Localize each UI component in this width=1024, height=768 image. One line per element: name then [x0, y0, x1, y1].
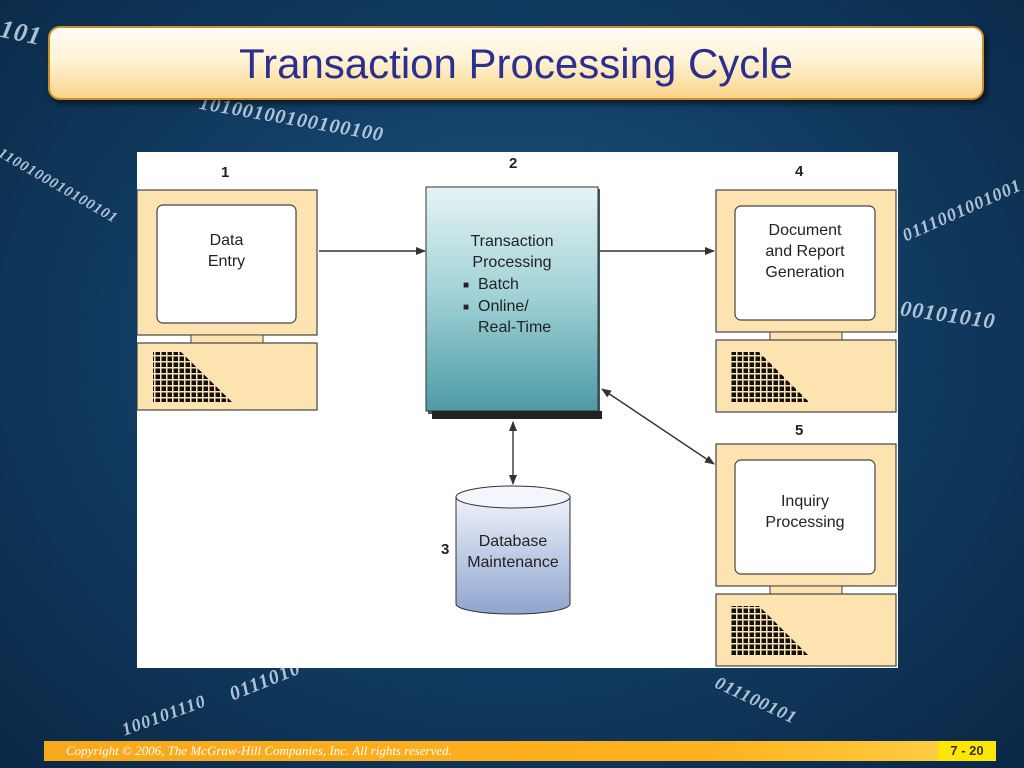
bullet-square-icon: ■ — [463, 280, 470, 291]
binary-decor: 1100100010100101 — [0, 145, 121, 227]
database-maintenance-label: Database Maintenance — [467, 533, 559, 571]
binary-decor: 100101110 — [119, 690, 209, 740]
document-report-generation-label: Document and Report Generation — [765, 222, 845, 281]
bullet-item: ■ Batch — [463, 274, 551, 296]
step-number-1: 1 — [221, 164, 230, 181]
transaction-processing-title: Transaction Processing — [470, 233, 554, 271]
computer-5-icon — [715, 443, 897, 667]
inquiry-processing-label: Inquiry Processing — [765, 493, 845, 531]
bullet-batch: Batch — [478, 276, 519, 293]
step-number-2: 2 — [509, 155, 518, 172]
computer-1-icon — [137, 189, 318, 411]
transaction-processing-box — [425, 186, 602, 419]
arrow-processing-inquiry — [601, 388, 715, 465]
footer-bar: Copyright © 2006, The McGraw-Hill Compan… — [44, 741, 996, 761]
binary-decor: 00101010 — [898, 295, 998, 334]
copyright-text: Copyright © 2006, The McGraw-Hill Compan… — [66, 743, 452, 758]
computer-4-icon — [715, 189, 897, 413]
binary-decor: 0111001001001 — [899, 174, 1024, 246]
processing-bullets: ■ Batch ■ Online/ Real-Time — [463, 274, 551, 338]
page-number: 7 - 20 — [938, 741, 996, 761]
binary-decor: 10100100100100100 — [197, 91, 386, 147]
title-bar: Transaction Processing Cycle — [48, 26, 984, 100]
diagram-graphics — [137, 186, 897, 667]
slide-title: Transaction Processing Cycle — [239, 40, 793, 87]
step-number-5: 5 — [795, 422, 804, 439]
binary-decor: 101 — [0, 13, 45, 52]
binary-decor: 011100101 — [712, 672, 801, 728]
bullet-item: ■ Online/ Real-Time — [463, 296, 551, 338]
transaction-cycle-diagram: 1 2 3 4 5 Data Entry Transaction Process… — [137, 152, 898, 668]
bullet-online-real-time: Online/ Real-Time — [478, 298, 552, 336]
step-number-3: 3 — [441, 541, 450, 558]
bullet-square-icon: ■ — [463, 302, 470, 313]
step-number-4: 4 — [795, 163, 804, 180]
database-icon — [455, 485, 571, 615]
data-entry-label: Data Entry — [207, 232, 246, 270]
